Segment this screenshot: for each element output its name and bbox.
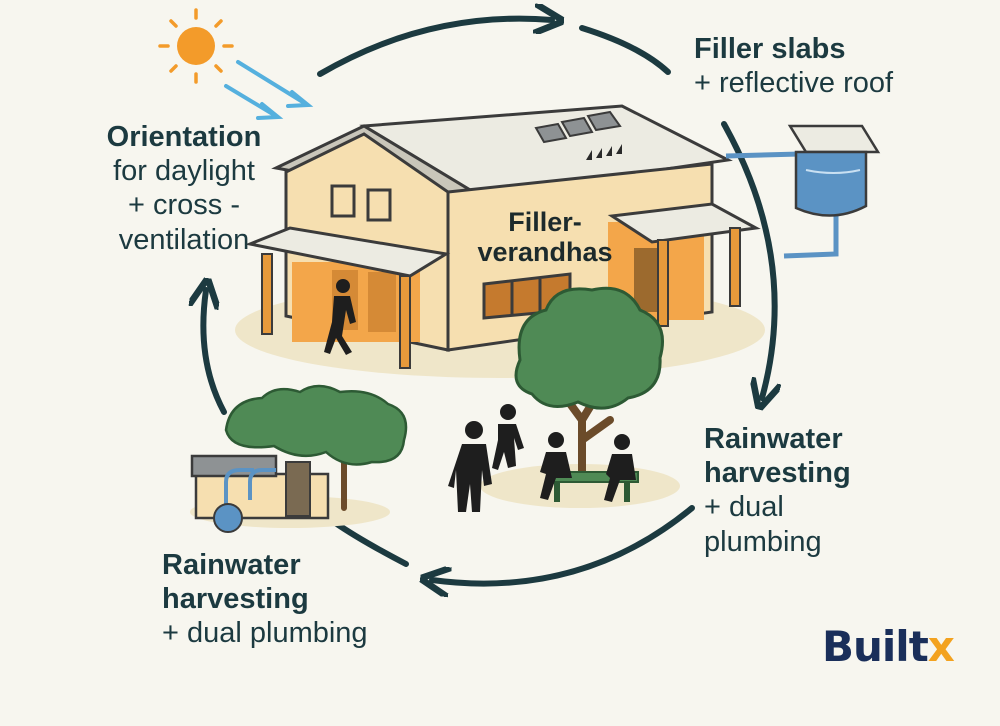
orientation-line: ventilation xyxy=(118,223,250,256)
filler-roof-label: Filler slabs + reflective roof xyxy=(694,32,893,100)
rainwater-right-line: plumbing xyxy=(704,525,822,558)
orientation-line: + cross - xyxy=(128,189,240,222)
brand-logo: Builtx xyxy=(822,626,955,668)
rainwater-right-title: Rainwater xyxy=(704,423,843,455)
cycle-arrows xyxy=(203,19,774,584)
brand-logo-accent: x xyxy=(927,622,955,671)
orientation-title: Orientation xyxy=(106,121,262,153)
cycle-arrow-icon xyxy=(317,19,552,77)
rainwater-right-label: Rainwater harvesting + dual plumbing xyxy=(704,422,851,559)
park-scene xyxy=(448,286,680,512)
cycle-arrow-icon xyxy=(579,25,671,75)
person-icon xyxy=(492,404,524,470)
tree-icon xyxy=(514,286,664,480)
building-sign-line: verandhas xyxy=(477,236,613,267)
rainwater-right-line: + dual xyxy=(704,491,784,524)
filler-roof-line: + reflective roof xyxy=(694,67,894,100)
orientation-label: Orientation for daylight + cross - venti… xyxy=(84,120,284,257)
small-building xyxy=(190,384,408,533)
rainwater-left-title: Rainwater xyxy=(162,549,301,581)
rainwater-left-label: Rainwater harvesting + dual plumbing xyxy=(162,548,368,651)
person-icon xyxy=(448,421,492,512)
brand-logo-main: Built xyxy=(822,622,929,671)
rainwater-left-line: harvesting xyxy=(162,583,309,616)
tree-icon xyxy=(224,384,408,511)
rainwater-right-line: harvesting xyxy=(704,457,851,490)
person-icon xyxy=(604,434,636,502)
filler-roof-title: Filler slabs xyxy=(694,33,846,65)
rainwater-left-line: + dual plumbing xyxy=(162,617,368,650)
solar-panel-icon xyxy=(534,110,622,144)
sun-rays-icon xyxy=(224,60,314,120)
cycle-arrow-icon xyxy=(721,121,775,398)
rain-tank-icon xyxy=(725,124,881,259)
person-icon xyxy=(324,279,356,355)
building-sign: Filler- verandhas xyxy=(470,207,620,267)
cycle-arrow-icon xyxy=(203,290,227,415)
person-icon xyxy=(540,432,572,500)
cycle-arrow-icon xyxy=(432,505,695,584)
building-sign-line: Filler- xyxy=(508,207,582,237)
sun-icon xyxy=(158,8,234,84)
orientation-line: for daylight xyxy=(113,155,255,188)
